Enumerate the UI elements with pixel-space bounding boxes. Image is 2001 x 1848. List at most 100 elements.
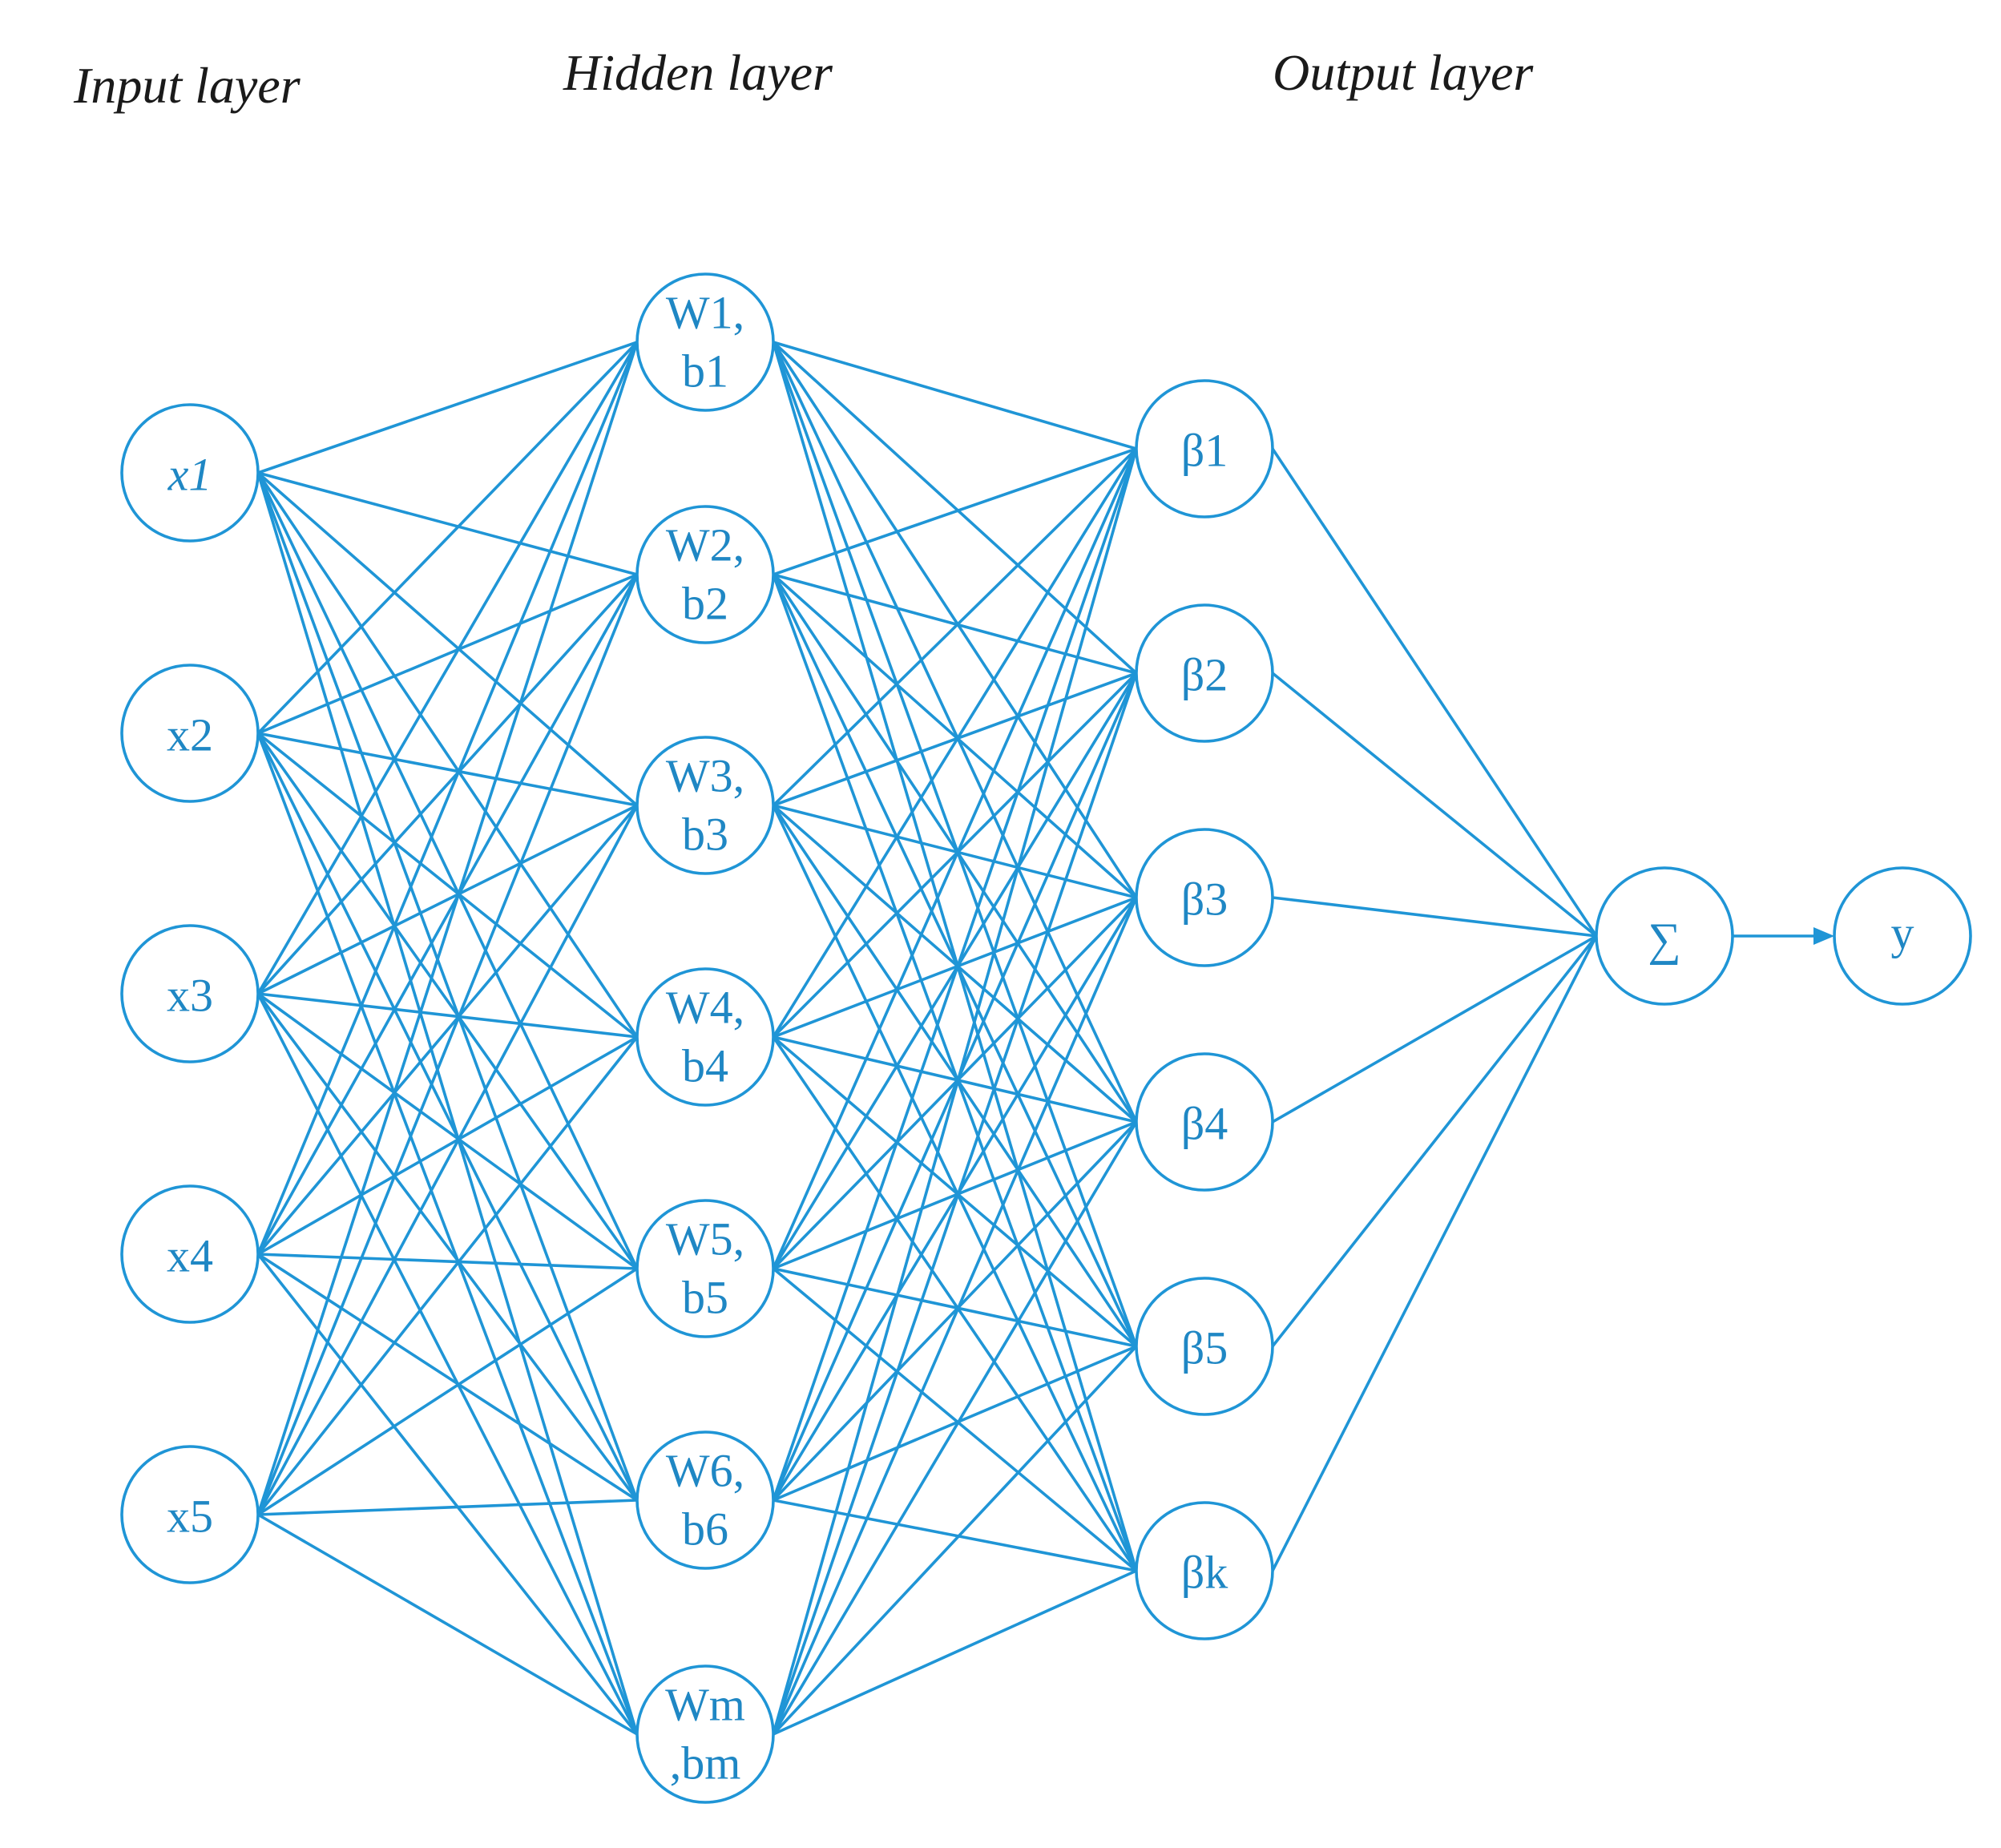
edge-h3-bk — [772, 805, 1138, 1572]
edge-h2-b4 — [772, 574, 1138, 1123]
hidden-node-h6: W6,b6 — [635, 1430, 775, 1570]
hidden-node-label-line1: W2, — [666, 519, 744, 571]
edge-x5-h2 — [256, 574, 639, 1515]
input-node-x5-circle — [120, 1445, 260, 1584]
input-node-x4: x4 — [120, 1184, 260, 1324]
hidden-node-h2: W2,b2 — [635, 505, 775, 644]
hidden-node-label-line1: Wm — [665, 1679, 745, 1731]
hidden-node-hm-circle — [635, 1664, 775, 1804]
edge-x1-h3 — [256, 471, 639, 807]
edge-h2-b2 — [773, 573, 1137, 675]
output-node-label: β1 — [1181, 425, 1228, 477]
edge-h2-bk — [772, 574, 1138, 1572]
hidden-node-h5: W5,b5 — [635, 1199, 775, 1338]
edge-x2-h6 — [256, 732, 639, 1501]
edge-b2-sum — [1271, 672, 1598, 938]
edge-h4-b4 — [773, 1035, 1137, 1124]
output-node-bk: βk — [1135, 1501, 1274, 1640]
edge-h5-b3 — [772, 896, 1138, 1270]
edge-h1-b5 — [772, 341, 1138, 1347]
edge-x3-h2 — [256, 573, 639, 995]
hidden-node-h2-circle — [635, 505, 775, 644]
edge-h3-b1 — [772, 447, 1138, 807]
input-node-x3-circle — [120, 924, 260, 1063]
edge-x4-h5 — [257, 1253, 638, 1270]
input-layer-title: Input layer — [73, 57, 301, 114]
layer-titles: Input layer Hidden layer Output layer — [73, 44, 1534, 114]
output-node-b1-circle — [1135, 379, 1274, 518]
output-node-b5-circle — [1135, 1277, 1274, 1416]
edge-h6-bk — [773, 1499, 1137, 1572]
result-node-y: y — [1833, 866, 1972, 1006]
arrowhead — [1813, 927, 1834, 945]
output-node-b3-circle — [1135, 828, 1274, 967]
output-node-b2: β2 — [1135, 603, 1274, 743]
edge-b1-sum — [1271, 448, 1598, 937]
input-node-label: x5 — [167, 1491, 213, 1543]
edge-h4-b3 — [773, 896, 1137, 1039]
edge-x2-h4 — [256, 732, 639, 1039]
edge-bk-sum — [1271, 935, 1598, 1572]
hidden-node-h4: W4,b4 — [635, 967, 775, 1107]
edge-h4-bk — [772, 1035, 1138, 1572]
hidden-node-label-line2: ,bm — [670, 1737, 741, 1789]
result-node-label: y — [1891, 907, 1914, 959]
edge-x1-h4 — [256, 471, 639, 1039]
input-node-x2-circle — [120, 664, 260, 803]
edge-b4-sum — [1272, 934, 1597, 1124]
edge-h3-b3 — [773, 804, 1137, 899]
edge-hm-b5 — [772, 1345, 1138, 1736]
edge-h6-b1 — [772, 448, 1138, 1501]
edge-x4-hm — [256, 1253, 639, 1736]
edge-x2-hm — [256, 732, 639, 1735]
edge-h3-b5 — [772, 804, 1138, 1348]
edge-h1-b1 — [773, 341, 1137, 450]
input-node-label: x4 — [167, 1230, 213, 1282]
edge-x1-h6 — [256, 472, 639, 1501]
edge-hm-b4 — [772, 1121, 1138, 1735]
edge-x1-h5 — [256, 472, 639, 1269]
edge-h2-b1 — [773, 447, 1137, 576]
edge-x1-h2 — [257, 471, 638, 576]
edge-x2-h2 — [257, 573, 638, 735]
hidden-node-h3: W3,b3 — [635, 736, 775, 875]
input-node-x4-circle — [120, 1184, 260, 1324]
edge-x1-hm — [256, 472, 639, 1735]
hidden-node-h6-circle — [635, 1430, 775, 1570]
result-node-y-circle — [1833, 866, 1972, 1006]
edge-h4-b5 — [772, 1035, 1138, 1348]
output-node-b4: β4 — [1135, 1052, 1274, 1192]
output-node-label: β4 — [1181, 1098, 1228, 1150]
input-node-x3: x3 — [120, 924, 260, 1063]
output-node-b1: β1 — [1135, 379, 1274, 518]
hidden-node-label-line2: b5 — [682, 1272, 728, 1324]
output-node-label: β2 — [1181, 649, 1228, 701]
hidden-node-h1: W1,b1 — [635, 272, 775, 412]
output-node-b4-circle — [1135, 1052, 1274, 1192]
edge-h5-b1 — [772, 448, 1138, 1269]
edge-h6-b3 — [772, 897, 1138, 1501]
edge-x4-h3 — [256, 804, 639, 1256]
edge-b3-sum — [1272, 896, 1597, 938]
sum-node: ∑ — [1595, 866, 1734, 1006]
edge-x5-h3 — [256, 805, 639, 1515]
edge-x3-h1 — [256, 341, 639, 995]
hidden-node-label-line1: W1, — [666, 287, 744, 339]
output-node-b5: β5 — [1135, 1277, 1274, 1416]
edge-x3-h6 — [256, 992, 639, 1502]
output-node-label: βk — [1181, 1547, 1228, 1599]
edge-h6-b4 — [772, 1120, 1138, 1502]
hidden-node-label-line1: W6, — [666, 1445, 744, 1497]
hidden-node-h5-circle — [635, 1199, 775, 1338]
output-layer-title: Output layer — [1273, 44, 1534, 101]
edge-h6-b5 — [773, 1345, 1137, 1502]
output-node-label: β5 — [1181, 1322, 1228, 1374]
output-node-b2-circle — [1135, 603, 1274, 743]
hidden-node-label-line2: b3 — [682, 809, 728, 861]
edge-h3-b4 — [772, 804, 1138, 1124]
edge-h5-b5 — [773, 1267, 1137, 1348]
edge-x3-h3 — [257, 804, 638, 995]
hidden-node-label-line2: b4 — [682, 1040, 728, 1092]
output-node-b3: β3 — [1135, 828, 1274, 967]
